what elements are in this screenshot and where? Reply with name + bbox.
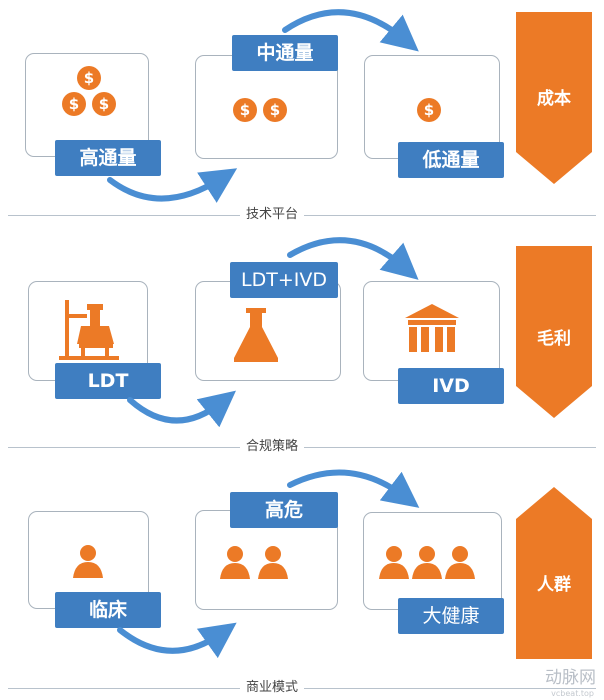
stage-label-ldt-ivd: LDT+IVD — [230, 262, 338, 298]
person-icon — [379, 546, 409, 579]
side-label-margin: 毛利 — [537, 329, 571, 349]
flow-arrow — [107, 168, 238, 203]
dollar-coin-icon: $ — [62, 92, 86, 116]
person-icon — [445, 546, 475, 579]
dollar-coin-icon: $ — [263, 98, 287, 122]
watermark-logo: 动脉网 — [545, 668, 596, 688]
flow-arrow — [287, 469, 420, 508]
stage-panel-low-throughput: $ — [364, 55, 500, 159]
stage-label-low-throughput: 低通量 — [398, 142, 504, 178]
side-label-cost: 成本 — [537, 89, 571, 109]
person-icon — [258, 546, 288, 579]
stage-label-high-risk: 高危 — [230, 492, 338, 528]
divider-label: 合规策略 — [240, 439, 305, 455]
stage-label-health: 大健康 — [398, 598, 504, 634]
divider-label: 商业模式 — [240, 680, 305, 696]
flow-arrow — [287, 237, 419, 280]
stage-label-clinical: 临床 — [55, 592, 161, 628]
dollar-coin-icon: $ — [77, 66, 101, 90]
side-arrow-population — [516, 487, 592, 659]
stage-label-ivd: IVD — [398, 368, 504, 404]
side-arrow-cost — [516, 12, 592, 184]
flow-arrow — [127, 390, 237, 428]
side-arrow-margin — [516, 246, 592, 418]
person-icon — [412, 546, 442, 579]
watermark-url: vcbeat.top — [551, 689, 594, 698]
stage-panel-mid-throughput: $ $ — [195, 55, 338, 159]
side-label-population: 人群 — [537, 575, 571, 595]
stage-label-high-throughput: 高通量 — [55, 140, 161, 176]
stage-panel-high-throughput: $ $ $ — [25, 53, 149, 157]
stage-label-mid-throughput: 中通量 — [232, 35, 338, 71]
lab-apparatus-icon — [59, 300, 119, 360]
dollar-coin-icon: $ — [417, 98, 441, 122]
flask-icon — [234, 308, 278, 362]
person-icon — [220, 546, 250, 579]
flow-arrow — [117, 622, 237, 659]
stage-panel-ivd — [363, 281, 500, 381]
stage-label-ldt: LDT — [55, 363, 161, 399]
flow-arrow — [282, 9, 419, 52]
dollar-coin-icon: $ — [233, 98, 257, 122]
divider-label: 技术平台 — [240, 207, 305, 223]
person-icon — [73, 545, 103, 578]
factory-building-icon — [405, 304, 459, 352]
dollar-coin-icon: $ — [92, 92, 116, 116]
